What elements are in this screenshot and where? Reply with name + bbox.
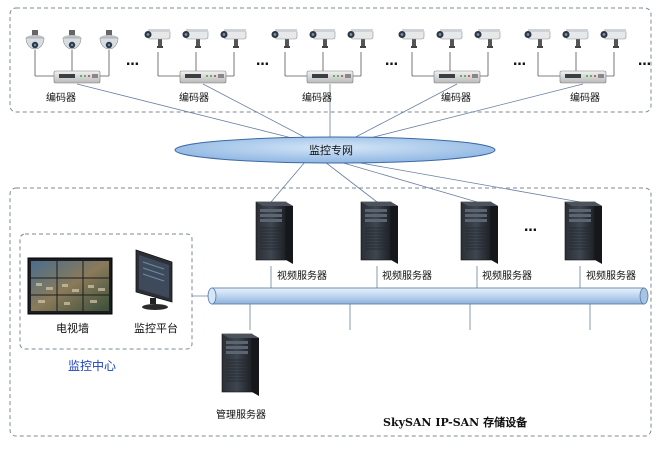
dome-camera-icon <box>62 29 82 50</box>
management-server-icon <box>221 333 260 397</box>
encoder-icon <box>433 70 481 84</box>
video-server-label: 视频服务器 <box>277 271 327 282</box>
encoder-icon <box>53 70 101 84</box>
box-camera-icon <box>524 28 551 49</box>
video-server-icon <box>360 201 399 265</box>
encoder-icon <box>179 70 227 84</box>
bus-links <box>192 266 591 330</box>
ellipsis-text: … <box>524 220 538 235</box>
encoder-label: 编码器 <box>46 93 76 104</box>
monitor-platform-label: 监控平台 <box>134 322 178 335</box>
encoder-label: 编码器 <box>302 93 332 104</box>
video-server-label: 视频服务器 <box>382 271 432 282</box>
box-camera-icon <box>144 28 171 49</box>
box-camera-icon <box>309 28 336 49</box>
bus-pipe <box>207 287 649 305</box>
tv-wall-label: 电视墙 <box>56 322 89 335</box>
encoder-label: 编码器 <box>570 93 600 104</box>
storage-label: SkySAN IP-SAN 存储设备 <box>383 416 528 429</box>
box-camera-icon <box>182 28 209 49</box>
network-ellipse <box>174 136 496 164</box>
ellipsis-text: … <box>385 54 399 69</box>
camera-region-border <box>9 7 652 113</box>
encoder-icon <box>559 70 607 84</box>
encoder-label: 编码器 <box>441 93 471 104</box>
video-server-icon <box>564 201 603 265</box>
ellipsis-text: … <box>126 54 140 69</box>
video-server-label: 视频服务器 <box>482 271 532 282</box>
box-camera-icon <box>271 28 298 49</box>
box-camera-icon <box>436 28 463 49</box>
video-server-icon <box>460 201 499 265</box>
box-camera-icon <box>474 28 501 49</box>
tv-wall-icon <box>27 257 113 315</box>
dome-camera-icon <box>25 29 45 50</box>
box-camera-icon <box>347 28 374 49</box>
monitor-platform-icon <box>135 249 173 310</box>
network-label: 监控专网 <box>309 144 353 157</box>
encoder-label: 编码器 <box>179 93 209 104</box>
ellipsis-text: … <box>256 54 270 69</box>
network-server-links <box>270 161 581 203</box>
ellipsis-text: … <box>638 54 652 69</box>
video-server-icon <box>255 201 294 265</box>
ellipsis-text: … <box>513 54 527 69</box>
monitor-center-label: 监控中心 <box>68 359 117 373</box>
dome-camera-icon <box>99 29 119 50</box>
video-server-label: 视频服务器 <box>586 271 636 282</box>
box-camera-icon <box>398 28 425 49</box>
box-camera-icon <box>600 28 627 49</box>
encoder-network-links <box>76 83 584 141</box>
monitor-center-border <box>19 233 193 350</box>
encoder-icon <box>306 70 354 84</box>
box-camera-icon <box>562 28 589 49</box>
management-server-label: 管理服务器 <box>216 410 266 421</box>
box-camera-icon <box>220 28 247 49</box>
center-region-border <box>9 187 652 437</box>
